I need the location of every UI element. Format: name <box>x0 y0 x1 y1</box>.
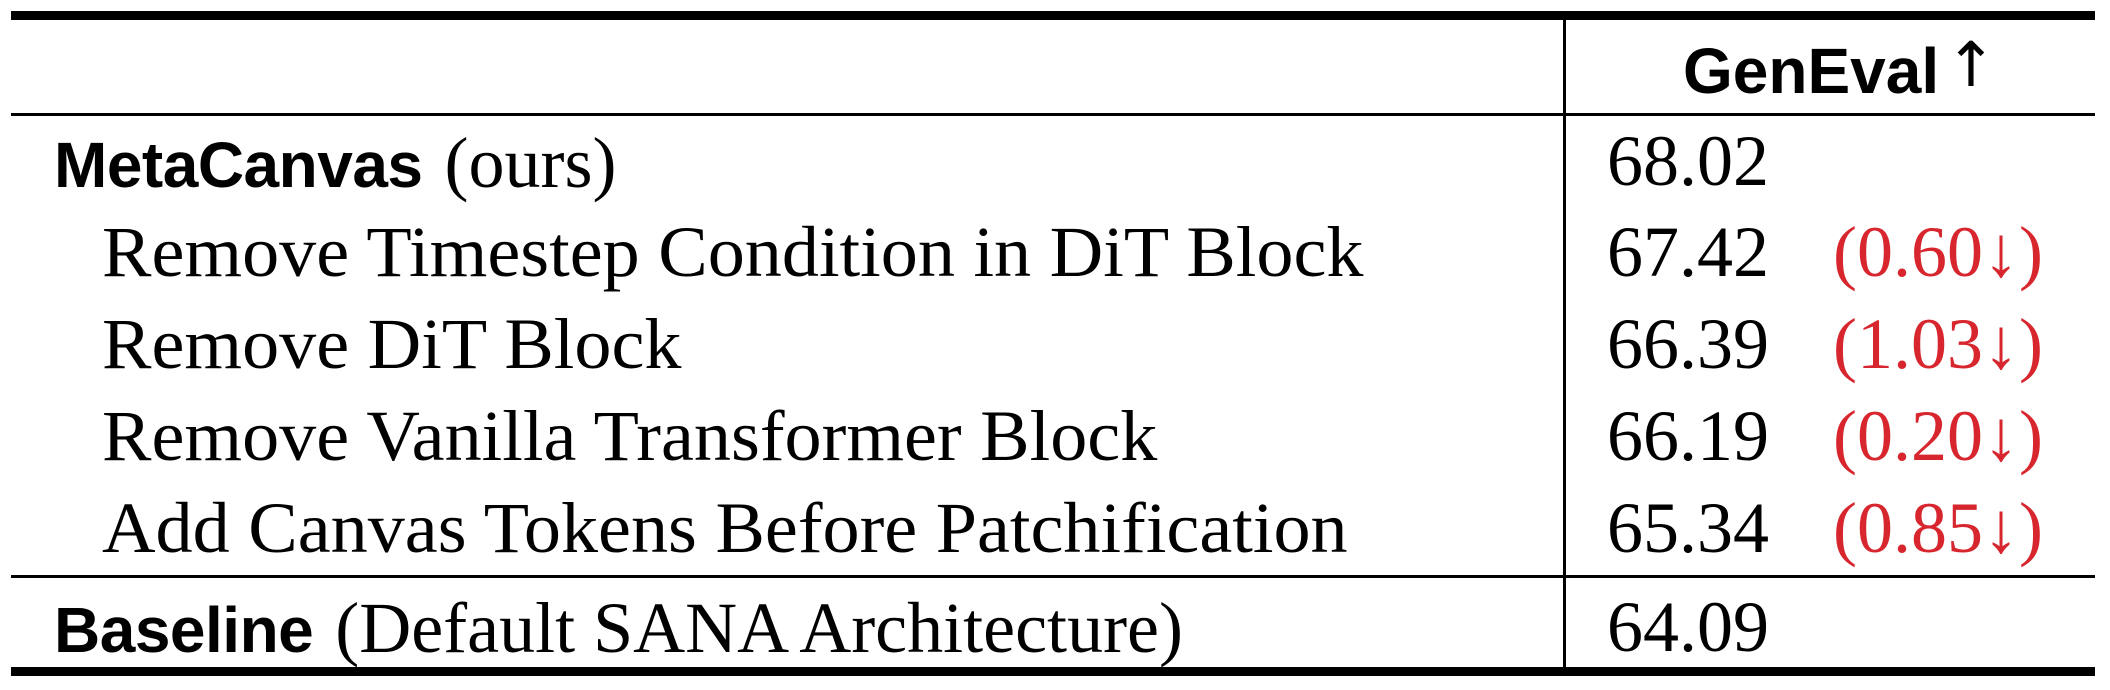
up-arrow-icon: ↑ <box>1945 28 1997 101</box>
method-name: Baseline <box>54 594 314 666</box>
method-suffix: (ours) <box>444 123 617 203</box>
method-suffix: (Default SANA Architecture) <box>335 588 1183 668</box>
header-metric-label: GenEval <box>1683 35 1940 107</box>
ablation-delta: (0.20↓) <box>1833 396 2043 476</box>
ablation-label: Add Canvas Tokens Before Patchification <box>102 488 1348 568</box>
ablation-value: 67.42 <box>1607 212 1769 292</box>
value-metacanvas: 68.02 <box>1607 121 1769 201</box>
ablation-label: Remove Vanilla Transformer Block <box>102 396 1158 476</box>
row-baseline: Baseline (Default SANA Architecture) <box>54 587 1183 670</box>
ablation-label: Remove DiT Block <box>102 304 682 384</box>
header-rule <box>11 113 2095 116</box>
row-metacanvas: MetaCanvas (ours) <box>54 122 616 205</box>
mid-rule <box>11 575 2095 578</box>
ablation-value: 65.34 <box>1607 488 1769 568</box>
method-name: MetaCanvas <box>54 129 423 201</box>
ablation-value: 66.39 <box>1607 304 1769 384</box>
bottom-rule <box>11 667 2095 676</box>
top-rule <box>11 11 2095 20</box>
ablation-value: 66.19 <box>1607 396 1769 476</box>
value-baseline: 64.09 <box>1607 587 1769 667</box>
ablation-delta: (0.85↓) <box>1833 488 2043 568</box>
ablation-delta: (1.03↓) <box>1833 304 2043 384</box>
column-divider <box>1563 20 1566 667</box>
ablation-label: Remove Timestep Condition in DiT Block <box>102 212 1364 292</box>
ablation-delta: (0.60↓) <box>1833 212 2043 292</box>
